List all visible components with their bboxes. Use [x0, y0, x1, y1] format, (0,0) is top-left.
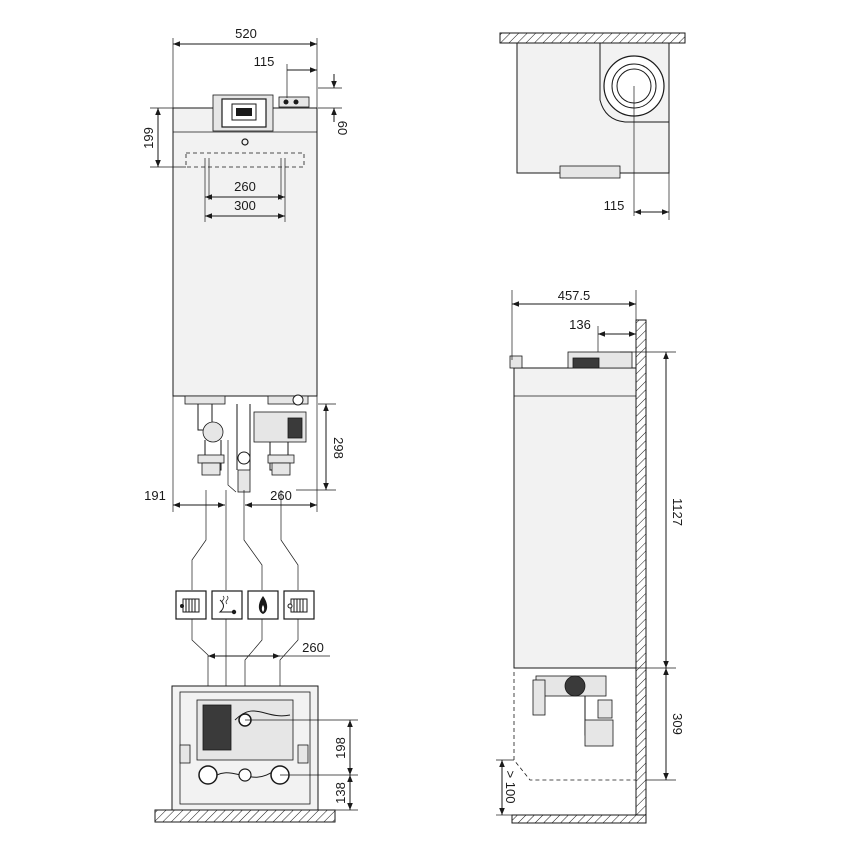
front-view: 520 115 60 199 260 300 298 191 260	[141, 26, 350, 590]
dimension-pipe-height: 298	[331, 437, 346, 459]
dimension-left-offset: 191	[144, 488, 166, 503]
connection-icons	[175, 590, 315, 620]
side-floor-hatch	[511, 814, 647, 824]
dimension-flue-offset-top: 115	[604, 198, 625, 213]
top-view: 115	[499, 32, 686, 220]
dimension-lower-height: 309	[670, 713, 685, 735]
front-indicator-icon	[241, 138, 249, 146]
bottom-view: 260 198 138	[154, 619, 358, 823]
boiler-side-body	[513, 367, 637, 669]
clearance-outline	[513, 672, 636, 781]
dimension-height-top: 199	[141, 127, 156, 149]
gas-icon	[247, 590, 279, 620]
dimension-side-flue-offset: 136	[569, 317, 591, 332]
boiler-front-body	[172, 107, 318, 397]
heating-return-icon	[283, 590, 315, 620]
hydraulic-block	[184, 394, 309, 493]
floor-hatch	[154, 809, 336, 823]
side-view: 457.5 136 1127 309 > 100	[496, 288, 685, 824]
dimension-flue-offset-front: 115	[254, 54, 275, 69]
wall-hatch	[635, 319, 647, 816]
dimension-bottom-spacing: 260	[302, 640, 324, 655]
hot-water-icon	[211, 590, 243, 620]
dimension-vertical-upper: 198	[333, 737, 348, 759]
side-valve-group	[532, 675, 614, 747]
dimension-rail-outer: 300	[234, 198, 256, 213]
dimension-top-offset: 60	[335, 121, 350, 135]
control-panel	[212, 94, 310, 132]
ceiling-hatch	[499, 32, 686, 44]
dimension-side-height: 1127	[670, 498, 685, 526]
dimension-width: 520	[235, 26, 257, 41]
dimension-depth: 457.5	[558, 288, 591, 303]
dimension-vertical-lower: 138	[333, 782, 348, 804]
mounting-rail	[185, 152, 305, 168]
dimension-clearance: > 100	[503, 771, 518, 804]
heating-flow-icon	[175, 590, 207, 620]
dimension-rail-inner: 260	[234, 179, 256, 194]
